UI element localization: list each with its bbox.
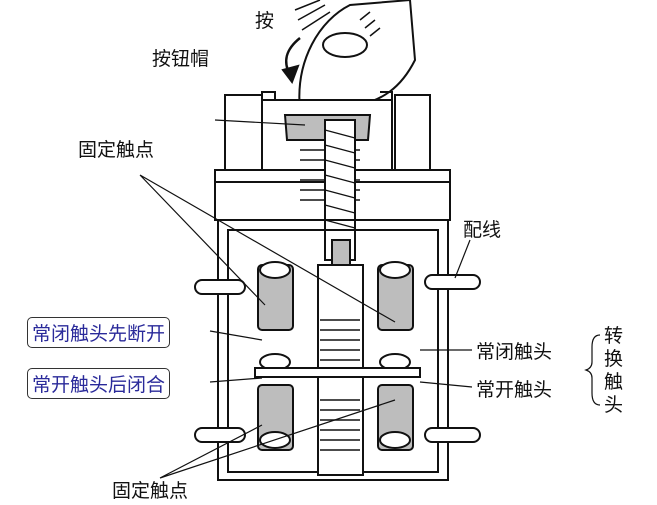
- fixed-contact-bottom-label: 固定触点: [112, 480, 189, 502]
- wiring-label: 配线: [463, 219, 502, 241]
- changeover-contact-label: 转换触头: [604, 325, 624, 416]
- fixed-contact-top-label: 固定触点: [78, 139, 155, 161]
- button-cap-label: 按钮帽: [152, 48, 210, 70]
- no-closes-after-callout: 常开触头后闭合: [27, 368, 171, 399]
- nc-contact-label: 常闭触头: [476, 341, 553, 363]
- nc-opens-first-callout: 常闭触头先断开: [27, 317, 171, 348]
- press-label: 按: [255, 10, 275, 32]
- no-contact-label: 常开触头: [476, 379, 553, 401]
